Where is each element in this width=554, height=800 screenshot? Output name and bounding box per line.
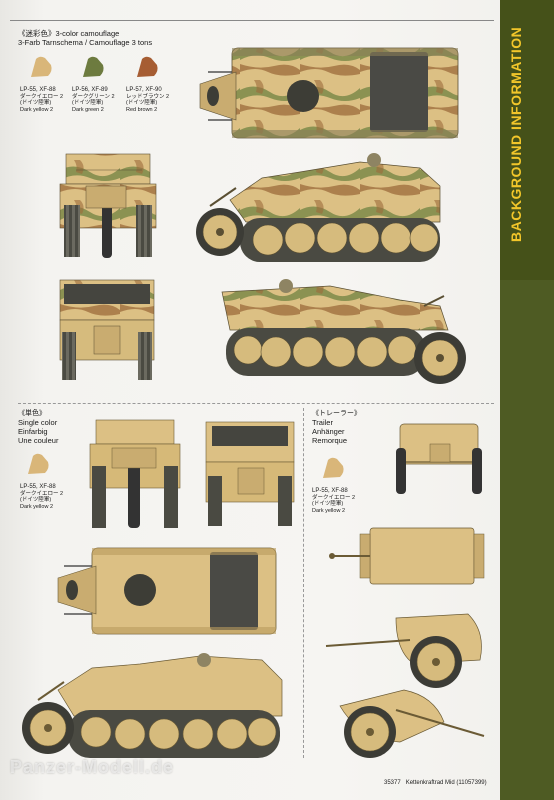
paint-code: LP-55, XF-88 [20,87,56,93]
paint-name-jp: レッドブラウン 2 [126,93,170,100]
camo-side-view-left [196,153,441,262]
page-footer: 35377 Kettenkraftrad Mid (11057399) [384,780,492,786]
watermark: Panzer-Modell.de [10,757,175,777]
section-divider [18,403,494,404]
top-rule [10,20,494,21]
kit-number: 35377 [384,780,401,786]
paint-name-jp: ダークイエロー 2 [20,93,64,100]
paint-code: LP-57, XF-90 [126,87,162,93]
single-line-fr: Une couleur [18,436,59,445]
camo-top-view [199,47,459,139]
paint-swatch-dark-green [83,56,104,77]
paint-name-jp-sub: (ドイツ陸軍) [312,501,344,508]
paint-label-3: LP-57, XF-90 レッドブラウン 2 (ドイツ陸軍) Red brown… [126,87,169,113]
trailer-line-en: Trailer [312,418,333,427]
paint-code: LP-55, XF-88 [312,488,348,494]
single-front-view [89,419,181,528]
paint-name-jp: ダークグリーン 2 [72,93,115,100]
paint-name-jp-sub: (ドイツ陸軍) [72,100,104,107]
trailer-top-view [329,527,485,585]
paint-name-en: Red brown 2 [126,106,158,113]
single-rear-view [205,421,295,526]
paint-name-en: Dark yellow 2 [20,106,54,113]
single-line-de: Einfarbig [18,427,48,436]
trailer-heading-jp: 《トレーラー》 [312,410,361,417]
trailer-side-view [325,613,482,688]
background-info-sidebar: BACKGROUND INFORMATION [500,0,554,800]
camo-heading-de-fr: 3-Farb Tarnschema / Camouflage 3 tons [18,38,153,47]
camo-front-view [59,153,157,258]
trailer-line-fr: Remorque [312,436,348,445]
camo-side-view-right [221,279,466,384]
trailer-heading: 《トレーラー》 Trailer Anhänger Remorque [312,410,361,445]
trailer-rear-view [396,423,482,494]
single-paint-label: LP-55, XF-88 ダークイエロー 2 (ドイツ陸軍) Dark yell… [20,484,63,510]
single-side-view [22,653,283,758]
paint-label-1: LP-55, XF-88 ダークイエロー 2 (ドイツ陸軍) Dark yell… [20,87,63,113]
paint-name-jp-sub: (ドイツ陸軍) [126,100,158,107]
kit-name: Kettenkraftrad Mid (11057399) [405,780,487,786]
trailer-line-de: Anhänger [312,427,345,436]
sidebar-top-block [500,0,554,280]
paint-name-en: Dark yellow 2 [312,507,346,514]
paint-name-jp: ダークイエロー 2 [312,494,356,501]
paint-name-jp: ダークイエロー 2 [20,490,64,497]
trailer-side-view-tilted [339,689,485,758]
paint-label-2: LP-56, XF-89 ダークグリーン 2 (ドイツ陸軍) Dark gree… [72,87,115,113]
trailer-paint-label: LP-55, XF-88 ダークイエロー 2 (ドイツ陸軍) Dark yell… [312,488,355,514]
paint-code: LP-55, XF-88 [20,484,56,490]
camo-heading-jp: 《迷彩色》3-color camouflage [18,29,120,38]
trailer-paint-swatch [323,457,344,478]
paint-swatch-dark-yellow [31,56,52,77]
paint-code: LP-56, XF-89 [72,87,108,93]
single-color-heading: 《単色》 Single color Einfarbig Une couleur [18,410,58,445]
camo-rear-view [59,279,155,380]
single-heading-jp: 《単色》 [18,410,46,417]
paint-name-jp-sub: (ドイツ陸軍) [20,100,52,107]
single-top-view [57,547,277,635]
paint-swatch-red-brown [137,56,158,77]
paint-name-jp-sub: (ドイツ陸軍) [20,497,52,504]
column-divider [303,408,304,758]
single-paint-swatch [28,453,49,474]
paint-name-en: Dark green 2 [72,106,104,113]
single-line-en: Single color [18,418,58,427]
paint-name-en: Dark yellow 2 [20,503,54,510]
